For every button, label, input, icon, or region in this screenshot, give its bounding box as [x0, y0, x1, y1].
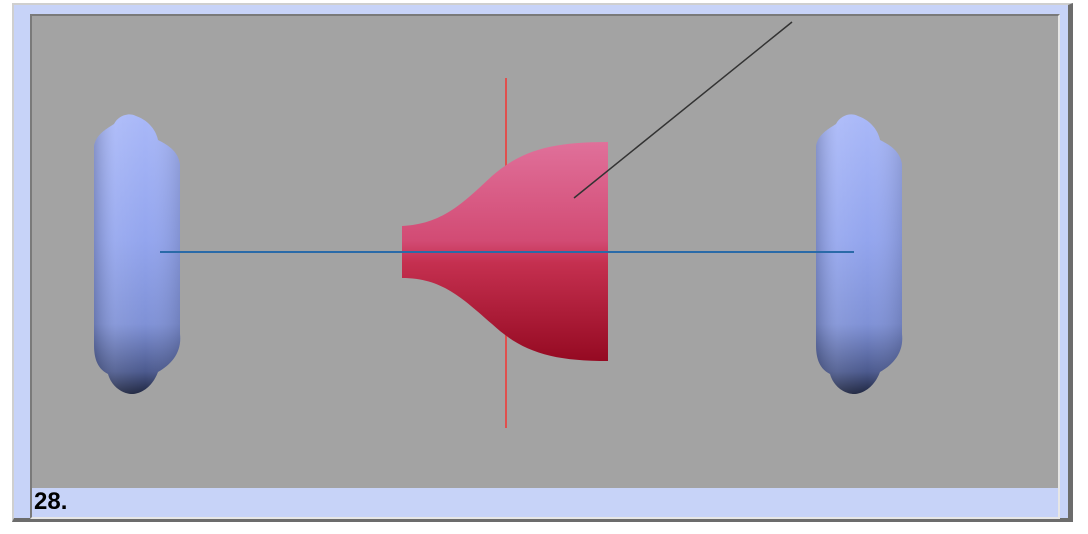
figure-caption: 28.: [34, 488, 68, 515]
scene-graphic: [94, 21, 903, 428]
left-side-object: [94, 114, 181, 394]
right-side-object: [816, 114, 903, 394]
pointer-line: [573, 21, 793, 199]
figure-frame: 28.: [30, 14, 1060, 519]
figure-panel: 28.: [12, 3, 1073, 522]
render-view: [32, 16, 1058, 488]
